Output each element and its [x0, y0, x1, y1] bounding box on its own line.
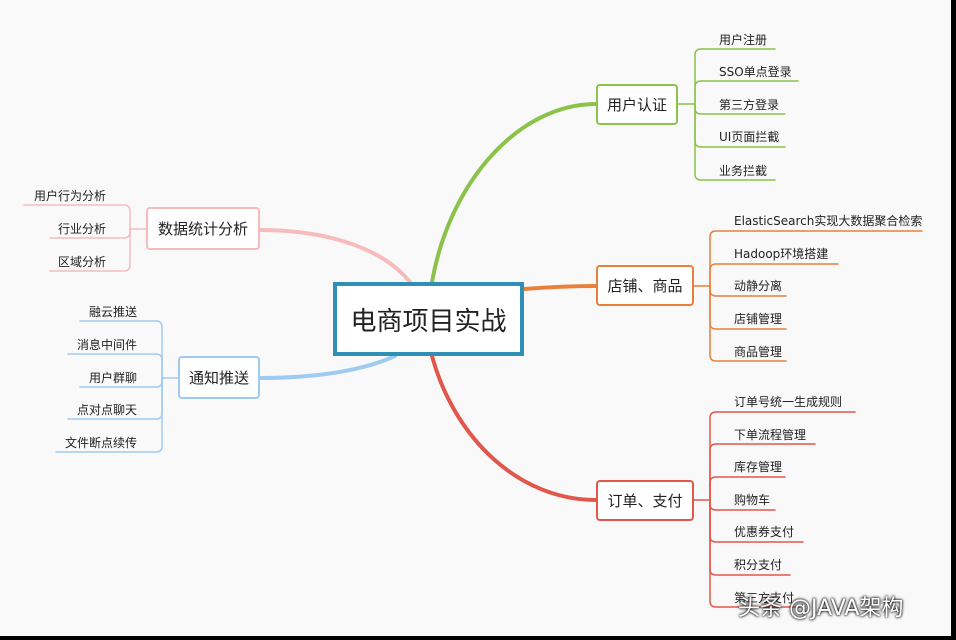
leaf-order-item[interactable]: 优惠券支付 — [734, 525, 795, 539]
leaf-order-item[interactable]: 购物车 — [734, 493, 771, 507]
connector-shop — [522, 284, 598, 291]
leaf-notify-item[interactable]: 融云推送 — [89, 305, 138, 319]
notify-branch — [55, 377, 163, 453]
connector-auth — [430, 102, 598, 284]
leaf-notify-item[interactable]: 文件断点续传 — [65, 436, 138, 450]
order-branch — [709, 476, 786, 501]
connector-notify — [258, 354, 397, 380]
central-topic[interactable]: 电商项目实战 — [333, 282, 524, 356]
stats-branch — [23, 204, 131, 230]
leaf-stats-item[interactable]: 区域分析 — [58, 255, 107, 269]
leaf-order-item[interactable]: 订单号统一生成规则 — [734, 395, 843, 409]
auth-branch — [694, 103, 776, 181]
leaf-order-item[interactable]: 第三方支付 — [734, 591, 795, 605]
order-branch — [709, 443, 816, 501]
stats-branch — [49, 228, 131, 272]
leaf-shop-item[interactable]: ElasticSearch实现大数据聚合检索 — [734, 214, 923, 228]
leaf-order-item[interactable]: 库存管理 — [734, 460, 783, 474]
leaf-notify-item[interactable]: 点对点聊天 — [77, 403, 138, 417]
leaf-shop-item[interactable]: 商品管理 — [734, 345, 783, 359]
leaf-shop-item[interactable]: Hadoop环境搭建 — [734, 247, 829, 261]
leaf-stats-item[interactable]: 行业分析 — [58, 222, 107, 236]
auth-branch — [694, 48, 776, 105]
watermark: 头条 @JAVA架构 — [738, 596, 904, 621]
leaf-auth-item[interactable]: 用户注册 — [719, 33, 768, 47]
leaf-order-item[interactable]: 积分支付 — [734, 558, 783, 572]
leaf-notify-item[interactable]: 用户群聊 — [89, 371, 138, 385]
leaf-notify-item[interactable]: 消息中间件 — [77, 338, 138, 352]
shop-branch — [709, 230, 923, 287]
auth-branch — [694, 80, 799, 105]
topic-auth[interactable]: 用户认证 — [596, 84, 678, 125]
leaf-auth-item[interactable]: UI页面拦截 — [719, 130, 780, 144]
leaf-order-item[interactable]: 下单流程管理 — [734, 428, 807, 442]
leaf-auth-item[interactable]: SSO单点登录 — [719, 65, 792, 79]
connector-order — [430, 354, 598, 502]
connector-stats — [258, 228, 412, 284]
leaf-auth-item[interactable]: 业务拦截 — [719, 164, 768, 178]
notify-branch — [79, 320, 163, 379]
order-branch — [709, 499, 801, 608]
leaf-shop-item[interactable]: 店铺管理 — [734, 312, 783, 326]
topic-shop[interactable]: 店铺、商品 — [596, 265, 694, 306]
topic-stats[interactable]: 数据统计分析 — [146, 207, 260, 250]
notify-branch — [67, 353, 163, 379]
order-branch — [709, 411, 856, 501]
leaf-shop-item[interactable]: 动静分离 — [734, 279, 783, 293]
shop-branch — [709, 263, 839, 287]
shop-branch — [709, 285, 787, 362]
leaf-stats-item[interactable]: 用户行为分析 — [34, 189, 107, 203]
topic-order[interactable]: 订单、支付 — [596, 480, 694, 521]
topic-notify[interactable]: 通知推送 — [178, 356, 260, 399]
leaf-auth-item[interactable]: 第三方登录 — [719, 98, 780, 112]
